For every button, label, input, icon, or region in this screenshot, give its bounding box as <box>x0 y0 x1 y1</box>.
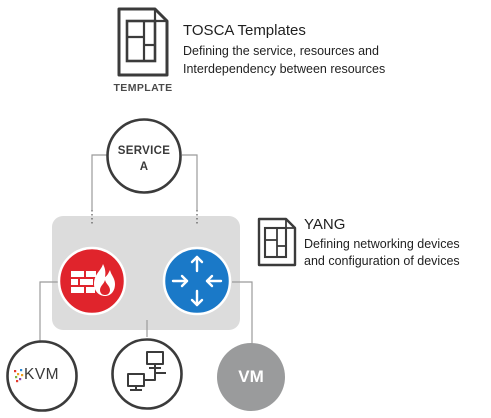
kvm-node-circle <box>6 340 78 412</box>
service-node-circle <box>106 118 182 194</box>
router-arrows-icon <box>162 246 232 316</box>
yang-desc-line2: and configuration of devices <box>304 254 460 268</box>
yang-document-icon <box>257 217 297 267</box>
yang-desc-line1: Defining networking devices <box>304 237 460 251</box>
vm-connector <box>232 281 253 345</box>
tosca-title: TOSCA Templates <box>183 22 306 39</box>
kvm-logo <box>14 369 24 383</box>
networked-computers-icon <box>111 338 183 410</box>
tosca-desc-line1: Defining the service, resources and <box>183 44 379 58</box>
template-document-icon <box>117 7 169 77</box>
yang-title: YANG <box>304 216 346 233</box>
tosca-desc-line2: Interdependency between resources <box>183 62 386 76</box>
vm-node-circle <box>217 343 285 411</box>
kvm-connector <box>39 281 60 345</box>
service-label-line1: SERVICE <box>117 145 171 157</box>
template-caption: TEMPLATE <box>113 82 173 94</box>
vm-label: VM <box>238 367 264 386</box>
firewall-icon <box>57 246 127 316</box>
kvm-label: KVM <box>24 366 60 383</box>
service-connector <box>91 154 107 210</box>
service-label-line2: A <box>139 161 149 173</box>
service-connector <box>182 154 198 210</box>
